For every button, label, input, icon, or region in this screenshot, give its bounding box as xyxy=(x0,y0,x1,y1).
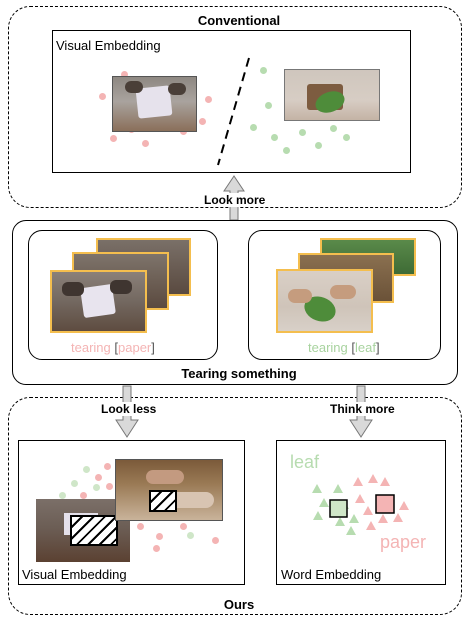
green-dot xyxy=(330,125,337,132)
paper-caption: tearing [paper] xyxy=(71,340,155,355)
caption-bracket-close: ] xyxy=(375,340,380,355)
think-more-label: Think more xyxy=(328,402,397,416)
pink-dot xyxy=(212,537,219,544)
ours-visual-embedding-label: Visual Embedding xyxy=(22,567,127,582)
caption-bracket-open: [ xyxy=(114,340,118,355)
leaf-caption: tearing [leaf] xyxy=(308,340,380,355)
ours-title: Ours xyxy=(210,597,268,612)
pink-dot xyxy=(99,93,106,100)
pink-dot xyxy=(137,523,144,530)
leaf-word: leaf xyxy=(290,452,320,472)
leaf-triangle xyxy=(335,517,345,526)
leaf-centroid-square xyxy=(329,499,348,518)
pink-dot xyxy=(142,140,149,147)
green-dot xyxy=(299,129,306,136)
conventional-visual-embedding-label: Visual Embedding xyxy=(56,38,161,53)
caption-verb: tearing xyxy=(71,340,111,355)
word-embedding-box xyxy=(276,440,446,585)
pink-dot xyxy=(104,463,111,470)
pink-dot xyxy=(156,533,163,540)
word-embedding-label: Word Embedding xyxy=(281,567,382,582)
pink-dot xyxy=(110,135,117,142)
look-less-label: Look less xyxy=(99,402,159,416)
pink-dot xyxy=(95,474,102,481)
paper-triangle xyxy=(393,513,403,522)
leaf-triangle xyxy=(349,514,359,523)
paper-triangle xyxy=(355,494,365,503)
leaf-video-frame xyxy=(276,269,373,333)
paper-triangle xyxy=(353,477,363,486)
leaf-triangle xyxy=(319,498,329,507)
green-dot xyxy=(265,102,272,109)
pink-dot xyxy=(121,71,128,78)
caption-bracket-close: ] xyxy=(151,340,155,355)
paper-triangle xyxy=(363,506,373,515)
paper-attention-region xyxy=(70,515,118,546)
paper-triangle xyxy=(366,521,376,530)
green-dot xyxy=(83,466,90,473)
leaf-triangle xyxy=(346,526,356,535)
green-dot xyxy=(93,484,100,491)
caption-object: paper xyxy=(118,340,152,355)
pink-dot xyxy=(199,118,206,125)
leaf-triangle xyxy=(313,511,323,520)
look-more-label: Look more xyxy=(201,193,269,207)
leaf-tearing-image xyxy=(284,69,380,121)
paper-video-frame xyxy=(50,270,147,333)
tearing-something-title: Tearing something xyxy=(160,366,318,381)
ours-panel xyxy=(8,397,462,615)
paper-triangle xyxy=(380,477,390,486)
green-dot xyxy=(71,480,78,487)
green-dot xyxy=(250,124,257,131)
paper-tearing-image xyxy=(112,76,197,132)
paper-centroid-square xyxy=(375,494,395,514)
green-dot xyxy=(343,134,350,141)
leaf-attention-region xyxy=(149,490,177,512)
caption-object: leaf xyxy=(355,340,376,355)
pink-dot xyxy=(205,96,212,103)
pink-dot xyxy=(153,545,160,552)
green-dot xyxy=(271,134,278,141)
green-dot xyxy=(315,142,322,149)
paper-word: paper xyxy=(380,532,427,552)
paper-triangle xyxy=(378,514,388,523)
green-dot xyxy=(260,67,267,74)
paper-triangle xyxy=(399,501,409,510)
green-dot xyxy=(283,147,290,154)
paper-triangle xyxy=(368,474,378,483)
green-dot xyxy=(59,492,66,499)
green-dot xyxy=(187,532,194,539)
leaf-triangle xyxy=(333,484,343,493)
caption-bracket-open: [ xyxy=(351,340,355,355)
leaf-triangle xyxy=(312,484,322,493)
caption-verb: tearing xyxy=(308,340,348,355)
pink-dot xyxy=(106,483,113,490)
conventional-title: Conventional xyxy=(185,13,293,28)
pink-dot xyxy=(180,523,187,530)
pink-dot xyxy=(80,492,87,499)
